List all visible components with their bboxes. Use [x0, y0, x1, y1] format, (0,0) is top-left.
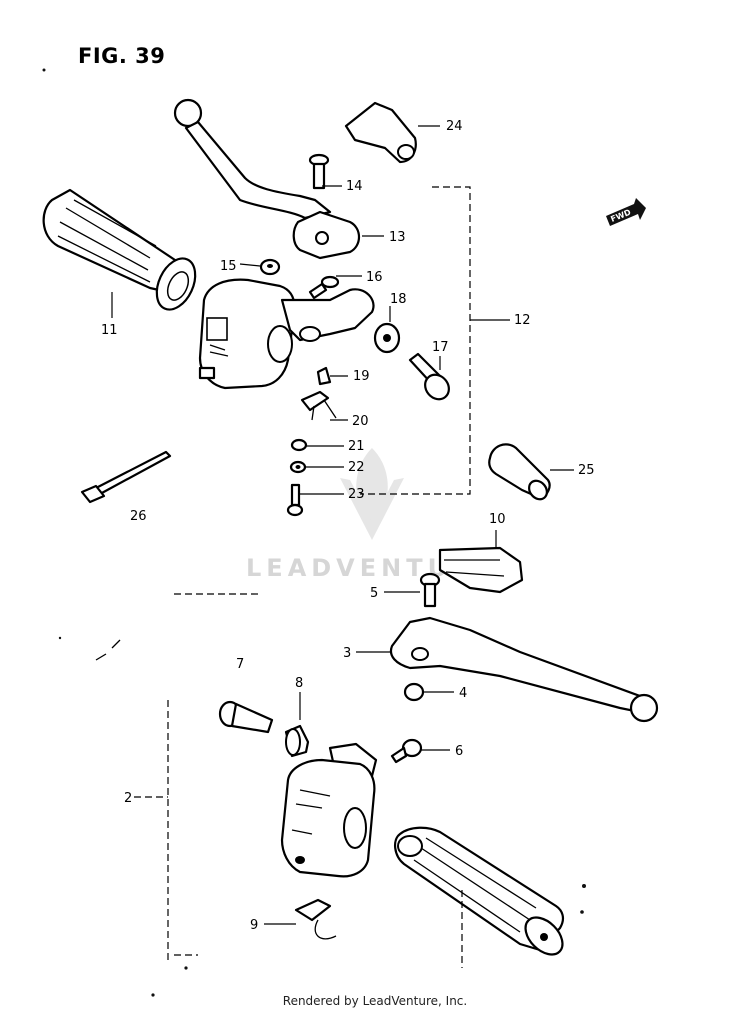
lever-holder [292, 210, 361, 260]
switch-plate-20 [300, 390, 337, 421]
brake-lever-cover [438, 546, 524, 594]
callout-2: 2 [124, 791, 132, 806]
screw-16 [308, 275, 340, 300]
callout-19: 19 [353, 369, 370, 384]
callout-12: 12 [514, 313, 531, 328]
nut-15 [259, 258, 281, 276]
screw-6 [390, 738, 423, 764]
callout-14: 14 [346, 179, 363, 194]
callout-24: 24 [446, 119, 463, 134]
forward-direction-badge: FWD [606, 198, 646, 226]
switch-clip-9 [294, 898, 337, 940]
callout-9: 9 [250, 918, 258, 933]
switch-cover-boot [488, 443, 551, 501]
throttle-grip [394, 826, 565, 956]
right-handlebar-switch [280, 742, 378, 878]
footer-credit: Rendered by LeadVenture, Inc. [282, 994, 468, 1008]
washer-22 [289, 460, 307, 474]
callout-16: 16 [366, 270, 383, 285]
bolt-17 [408, 352, 450, 401]
callout-8: 8 [295, 676, 303, 691]
callout-7: 7 [236, 657, 244, 672]
callout-26: 26 [130, 509, 147, 524]
bolt-7 [218, 700, 274, 734]
callout-11: 11 [101, 323, 118, 338]
callout-17: 17 [432, 340, 449, 355]
forward-label: FWD [609, 208, 632, 224]
scan-specks [42, 68, 586, 997]
wiring-band [80, 450, 172, 504]
callout-25: 25 [578, 463, 595, 478]
callout-15: 15 [220, 259, 237, 274]
small-clip-19 [316, 366, 332, 386]
callout-10: 10 [489, 512, 506, 527]
brake-lever [389, 616, 659, 723]
callout-13: 13 [389, 230, 406, 245]
callout-20: 20 [352, 414, 369, 429]
screw-14 [308, 153, 330, 190]
washer-21 [290, 438, 308, 452]
callout-18: 18 [390, 292, 407, 307]
callout-5: 5 [370, 586, 378, 601]
forward-arrow-icon [606, 198, 646, 226]
screw-23 [286, 483, 304, 517]
callout-6: 6 [455, 744, 463, 759]
left-handlebar-grip [42, 188, 197, 311]
spacer-8 [284, 724, 310, 758]
figure-title: FIG. 39 [78, 44, 166, 68]
lever-cover [344, 101, 417, 164]
leader-lines [111, 125, 574, 968]
watermark-logo [340, 448, 404, 540]
callout-22: 22 [348, 460, 365, 475]
left-handlebar-switch [198, 278, 375, 390]
callout-4: 4 [459, 686, 467, 701]
callout-23: 23 [348, 487, 365, 502]
callout-21: 21 [348, 439, 365, 454]
callout-labels: 24 14 13 15 16 18 12 11 17 19 20 21 22 2… [101, 119, 595, 933]
nut-4 [403, 682, 425, 702]
screw-5 [419, 572, 441, 608]
spacer-18 [373, 322, 401, 354]
callout-3: 3 [343, 646, 351, 661]
clutch-lever [173, 98, 332, 220]
